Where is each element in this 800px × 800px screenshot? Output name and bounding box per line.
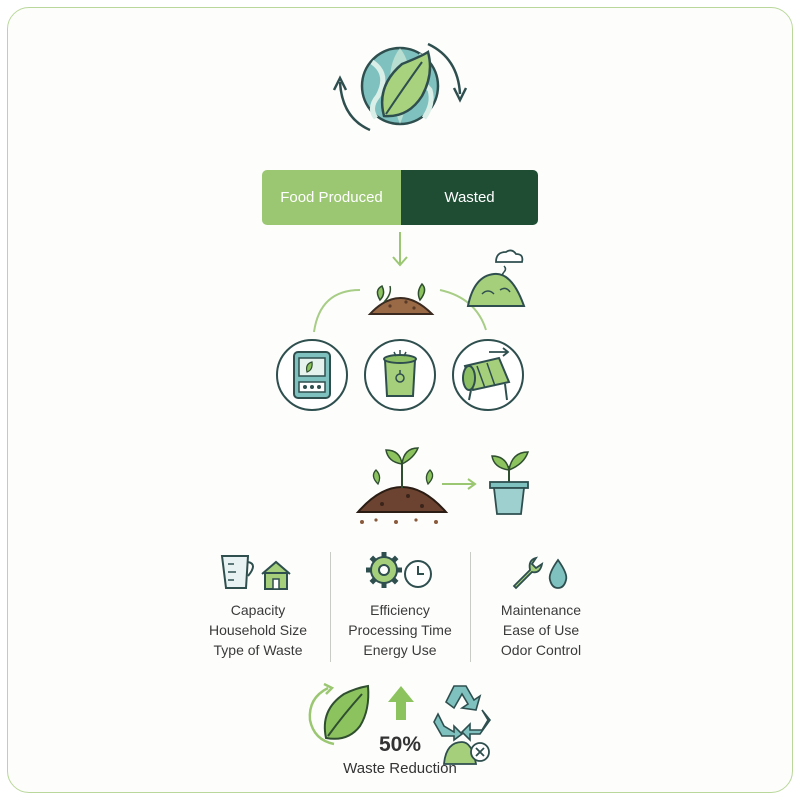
gear-icon: [366, 552, 432, 588]
cloud-icon: [495, 249, 524, 263]
reduction-label: Waste Reduction: [343, 760, 457, 777]
countertop-composter-icon[interactable]: [275, 338, 349, 412]
soil-pile-icon: [355, 447, 449, 524]
capacity-title: Capacity: [230, 602, 286, 618]
efficiency-line: Energy Use: [363, 642, 437, 658]
column-divider: [330, 552, 331, 662]
tumbler-icon[interactable]: [451, 338, 525, 412]
house-icon: [261, 560, 291, 590]
column-divider: [470, 552, 471, 662]
clock-icon: [404, 560, 432, 588]
capacity-line: Household Size: [208, 622, 308, 638]
efficiency-column: Efficiency Processing Time Energy Use: [320, 600, 480, 660]
globe-leaf-icon: [332, 42, 468, 132]
landfill-icon: [466, 249, 526, 307]
efficiency-line: Processing Time: [348, 622, 452, 638]
reduction-value: 50%: [378, 733, 422, 756]
soil-pile-icon: [367, 282, 435, 315]
capacity-column: Capacity Household Size Type of Waste: [178, 600, 338, 660]
food-produced-segment: Food Produced: [262, 170, 401, 225]
compost-bin-icon[interactable]: [363, 338, 437, 412]
capacity-line: Type of Waste: [213, 642, 303, 658]
leaf-cycle-icon: [308, 682, 370, 746]
measuring-cup-icon: [220, 555, 291, 590]
maintenance-column: Maintenance Ease of Use Odor Control: [461, 600, 621, 660]
food-waste-bar: Food Produced Wasted: [262, 170, 538, 225]
efficiency-title: Efficiency: [370, 602, 430, 618]
potted-plant-icon: [489, 451, 530, 515]
maintenance-title: Maintenance: [500, 602, 582, 618]
wrench-icon: [512, 556, 568, 590]
wasted-segment: Wasted: [401, 170, 538, 225]
water-drop-icon: [548, 558, 568, 589]
no-waste-icon: [443, 741, 490, 765]
maintenance-line: Ease of Use: [502, 622, 580, 638]
up-arrow-icon: [388, 686, 414, 720]
recycle-icon: [433, 685, 492, 765]
maintenance-line: Odor Control: [500, 642, 582, 658]
cycle-arrows-icon: [332, 42, 468, 132]
flow-arrow: [442, 478, 477, 490]
